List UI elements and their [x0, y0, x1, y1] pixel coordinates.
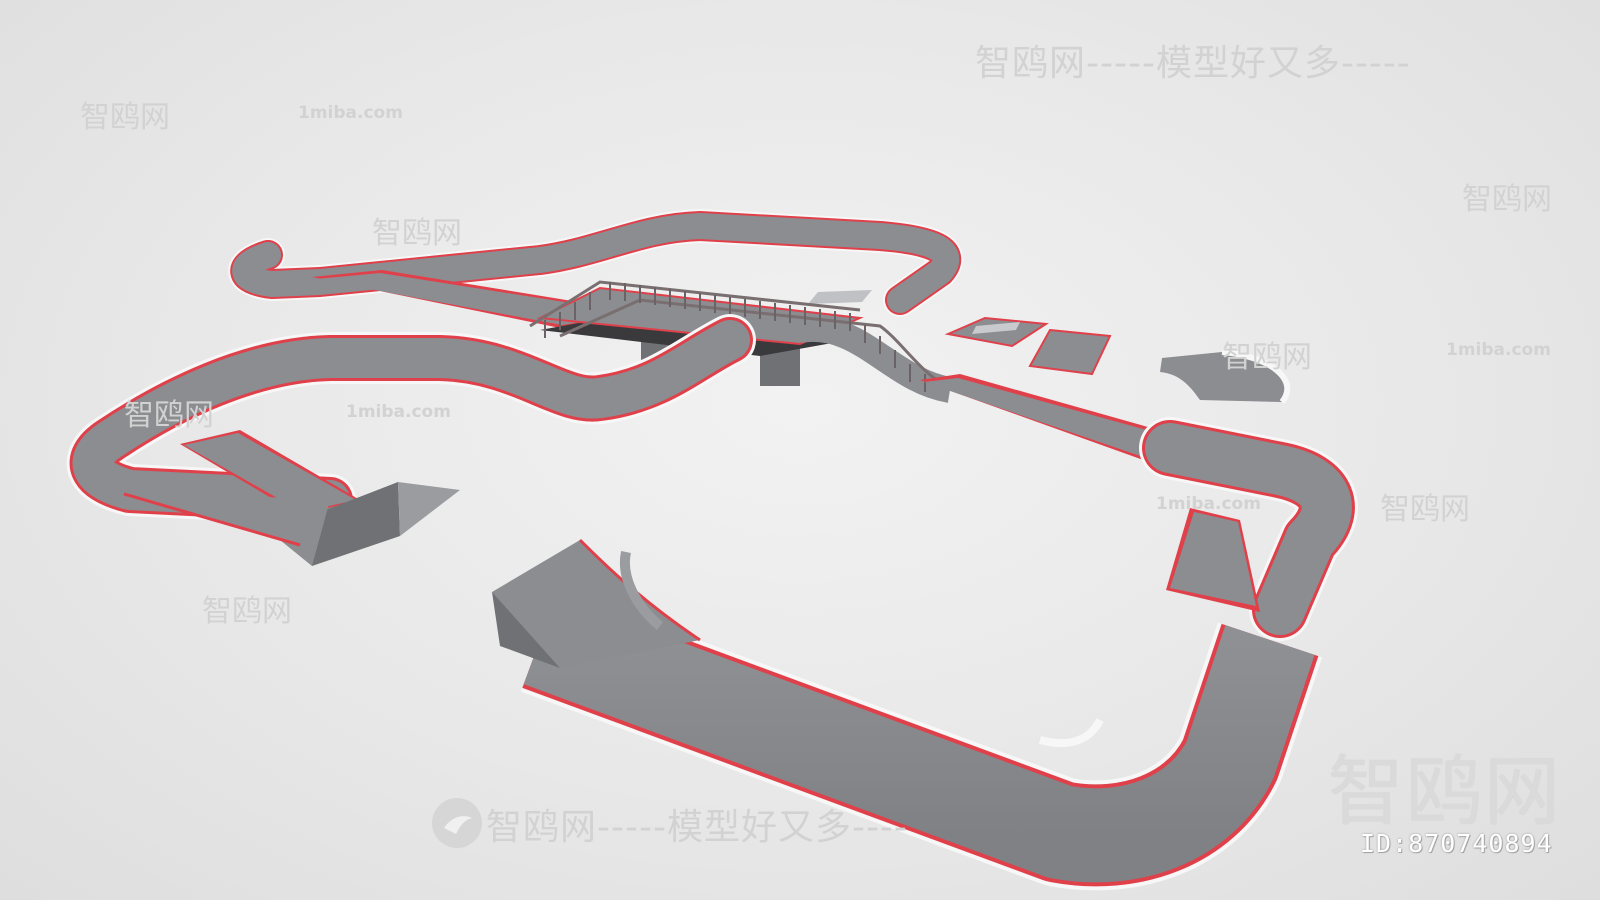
back-loop-track: [228, 209, 964, 317]
loose-track-tiles: [944, 316, 1291, 404]
bridge-railing-posts: [544, 282, 926, 392]
right-loop-track: [1139, 417, 1358, 641]
watermark-brand-large: 智鸥网: [1328, 747, 1562, 836]
right-straight-section: [920, 374, 1180, 466]
model-id-label: ID:870740894: [1360, 829, 1553, 858]
front-quarter-pipe: [492, 538, 701, 668]
tile-curve: [1160, 352, 1288, 402]
tile-straight: [1030, 330, 1110, 374]
left-jump-ramp: [120, 482, 460, 566]
start-grid-marking: [808, 290, 872, 304]
middle-loop-track: [66, 314, 756, 526]
front-l-track: [520, 588, 1323, 891]
bird-logo-icon: [432, 798, 482, 848]
